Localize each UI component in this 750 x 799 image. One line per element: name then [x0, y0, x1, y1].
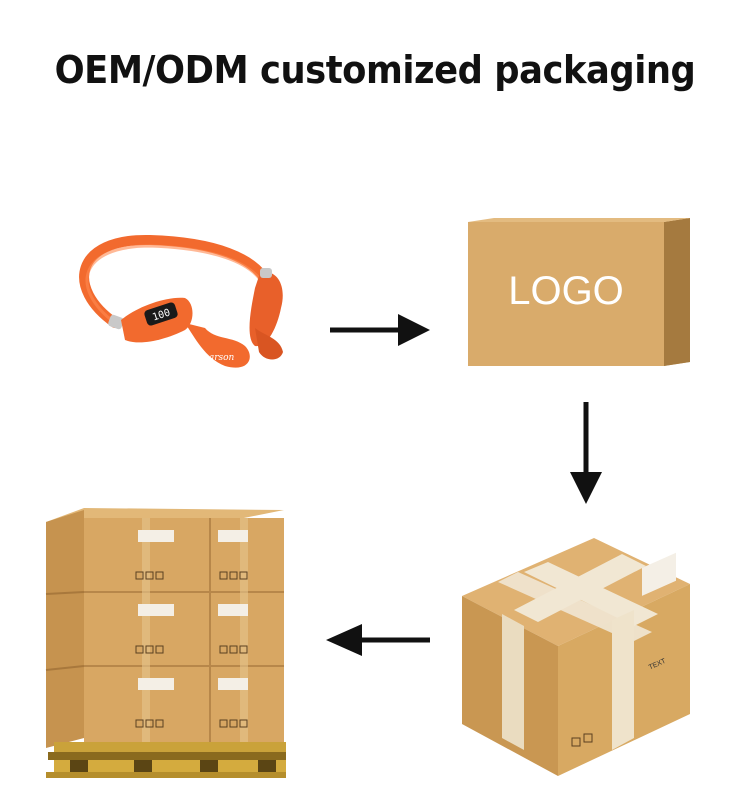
logo-label: LOGO — [508, 269, 624, 313]
earphone-brand: Hearson — [195, 353, 235, 363]
earphone-display: 100 — [151, 307, 172, 323]
logo-box: LOGO — [468, 218, 690, 366]
arrow-left-icon — [324, 620, 432, 660]
pallet-of-boxes — [44, 508, 290, 780]
shipping-box: TEXT — [462, 538, 690, 776]
arrow-right-icon — [328, 310, 432, 350]
page-title: OEM/ODM customized packaging — [54, 48, 696, 92]
arrow-down-icon — [566, 400, 606, 508]
headphone-icon: 100 Hearson — [55, 228, 305, 388]
